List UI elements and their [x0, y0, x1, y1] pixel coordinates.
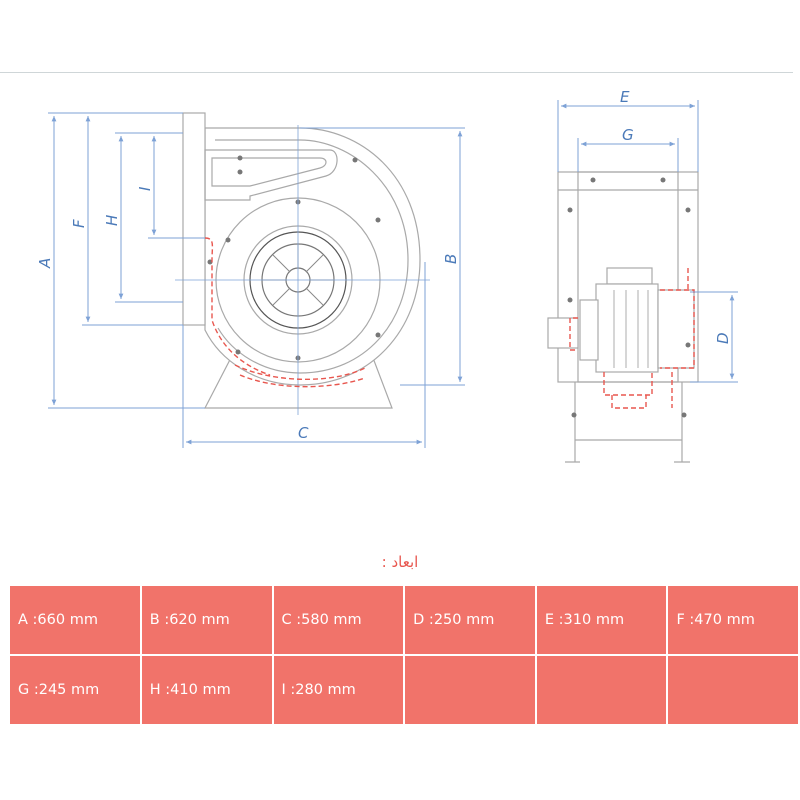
- label-d: D: [714, 332, 732, 344]
- label-i: I: [136, 186, 154, 191]
- side-bolts: [567, 177, 691, 418]
- top-divider: [0, 72, 793, 73]
- side-highlight: [569, 268, 695, 409]
- dim-cell-empty-2: [536, 656, 667, 724]
- dim-cell-i: I :280 mm: [273, 656, 404, 724]
- label-g: G: [622, 126, 634, 144]
- front-highlight: [204, 237, 366, 388]
- label-c: C: [298, 424, 309, 442]
- dim-cell-empty-3: [668, 656, 798, 724]
- dim-cell-g: G :245 mm: [10, 656, 140, 724]
- table-row: G :245 mm H :410 mm I :280 mm: [10, 656, 798, 724]
- label-e: E: [620, 88, 630, 106]
- dim-cell-empty-1: [405, 656, 535, 724]
- fan-dimension-drawing: A F H I B C: [36, 88, 738, 463]
- dim-cell-h: H :410 mm: [141, 656, 272, 724]
- dim-cell-e: E :310 mm: [536, 586, 667, 654]
- side-legs: [565, 382, 690, 463]
- dimensions-caption: ابعاد :: [381, 553, 419, 571]
- front-bolts: [207, 155, 381, 361]
- label-a: A: [36, 258, 54, 269]
- side-motor: [606, 267, 653, 285]
- front-view: [175, 112, 430, 415]
- dim-cell-c: C :580 mm: [273, 586, 404, 654]
- dim-cell-f: F :470 mm: [668, 586, 798, 654]
- outlet-flange: [182, 112, 206, 326]
- table-row: A :660 mm B :620 mm C :580 mm D :250 mm …: [10, 586, 798, 654]
- side-view: [547, 171, 699, 463]
- upper-bracket: [204, 149, 338, 201]
- front-dimension-labels: A F H I B C: [36, 186, 460, 442]
- side-dimensions: [557, 100, 738, 383]
- dim-cell-a: A :660 mm: [10, 586, 140, 654]
- label-b: B: [442, 254, 460, 264]
- label-h: H: [103, 215, 121, 226]
- dim-cell-b: B :620 mm: [141, 586, 272, 654]
- dimensions-table: A :660 mm B :620 mm C :580 mm D :250 mm …: [8, 584, 800, 726]
- label-f: F: [70, 219, 88, 228]
- side-dimension-labels: E G D: [620, 88, 732, 344]
- dim-cell-d: D :250 mm: [405, 586, 535, 654]
- front-dimensions: [48, 112, 465, 448]
